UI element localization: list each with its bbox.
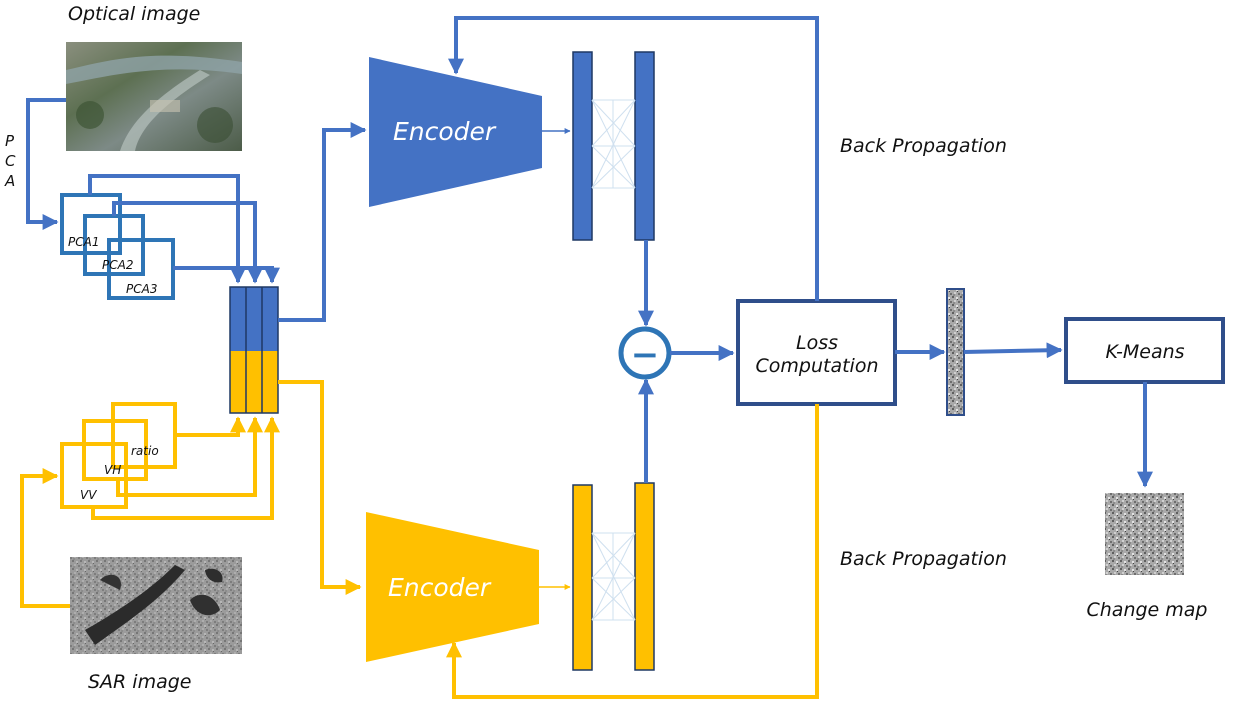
- stack-to-optical-encoder-arrow: [278, 122, 367, 322]
- pca1-to-stack-line: [88, 174, 246, 284]
- pca-letter-a: A: [4, 172, 15, 190]
- vh-box: [82, 419, 148, 481]
- pca2-label: PCA2: [102, 258, 133, 272]
- pca-letter-p: P: [5, 132, 15, 150]
- stack-to-sar-encoder-arrow: [278, 380, 362, 595]
- back-propagation-top-label: Back Propagation: [840, 135, 1007, 157]
- back-propagation-bottom-arrow: [446, 404, 819, 699]
- ratio-label: ratio: [131, 444, 159, 458]
- loss-label-line2: Computation: [756, 355, 879, 377]
- back-propagation-top-arrow: [448, 16, 819, 301]
- stacked-features: [229, 286, 279, 414]
- sar-image-label: SAR image: [88, 671, 191, 693]
- loss-label-line1: Loss: [796, 332, 838, 354]
- sar-to-channels-arrow: [20, 468, 70, 608]
- vv-label: VV: [80, 488, 97, 502]
- encoder-top-label: Encoder: [393, 117, 497, 146]
- pca1-label: PCA1: [68, 235, 99, 249]
- encoder-bottom: [366, 512, 539, 662]
- optical-image: [66, 42, 242, 151]
- vector-to-kmeans-arrow: [963, 342, 1063, 359]
- difference-vector: [946, 288, 965, 416]
- pca2-to-stack-line: [112, 201, 263, 284]
- encoder-bottom-label: Encoder: [388, 573, 492, 602]
- subtract-node: −: [618, 326, 672, 380]
- vh-to-stack-line: [116, 416, 263, 497]
- encoder-top: [369, 57, 542, 207]
- change-map-label: Change map: [1087, 599, 1208, 621]
- optical-image-label: Optical image: [68, 3, 200, 25]
- pca3-to-stack-line: [173, 266, 280, 284]
- vv-to-stack-line: [91, 416, 280, 520]
- ratio-to-stack-line: [175, 416, 246, 437]
- back-propagation-bottom-label: Back Propagation: [840, 548, 1007, 570]
- kmeans-label: K-Means: [1105, 341, 1184, 363]
- change-map-image: [1105, 493, 1184, 575]
- fc-layers-top: [572, 51, 655, 241]
- optical-to-pca-arrow: [26, 98, 66, 230]
- sar-image: [70, 557, 242, 654]
- subtract-symbol: −: [631, 335, 660, 375]
- pca3-label: PCA3: [126, 282, 157, 296]
- kmeans-box: [1064, 317, 1225, 384]
- fc-layers-bottom: [572, 482, 655, 671]
- vh-label: VH: [104, 463, 121, 477]
- pca-letter-c: C: [5, 152, 16, 170]
